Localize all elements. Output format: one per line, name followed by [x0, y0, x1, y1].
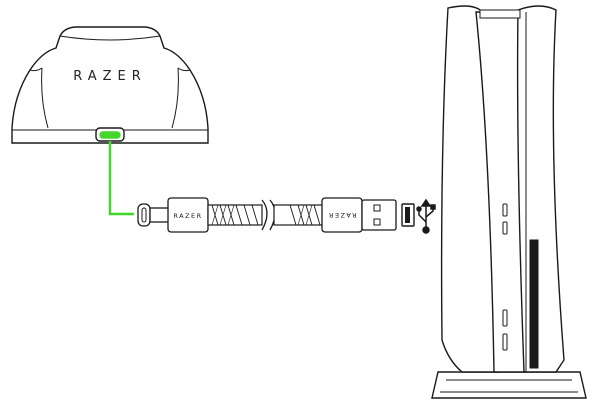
dock-left-side: [41, 67, 49, 129]
usb-a-tip-hole-top: [373, 204, 381, 212]
usb-a-metal-tip: [361, 199, 397, 231]
console-power-button: [502, 203, 508, 217]
dock-right-side: [171, 67, 179, 129]
dock-brand-label: RAZER: [73, 69, 147, 84]
usb-a-plug-brand: RAZER: [327, 211, 356, 219]
dock-port-led: [99, 131, 121, 139]
cable-left-segment: [207, 204, 263, 226]
cable-right-segment: [273, 204, 325, 226]
game-console: [431, 5, 587, 399]
usb-a-tip-hole-bottom: [373, 218, 381, 226]
dock-right-shoulder: [177, 67, 191, 72]
charging-dock: [11, 26, 209, 144]
cable-highlight-path: [108, 141, 134, 216]
cable-break-left: [261, 199, 268, 231]
usb-c-plug-brand: RAZER: [173, 212, 202, 220]
console-eject-button: [502, 221, 508, 235]
usb-c-tip-slot: [141, 207, 147, 223]
console-disc-slot: [529, 239, 539, 369]
dock-left-shoulder: [29, 67, 43, 72]
usb-c-neck: [149, 207, 171, 223]
usb-a-port-icon: [401, 203, 415, 227]
usb-icon: [416, 198, 436, 234]
usb-a-connector: [321, 197, 397, 233]
console-center-body: [475, 11, 527, 373]
console-right-panel: [516, 5, 565, 373]
dock-top-ridge: [59, 35, 161, 41]
console-stand: [431, 371, 587, 399]
